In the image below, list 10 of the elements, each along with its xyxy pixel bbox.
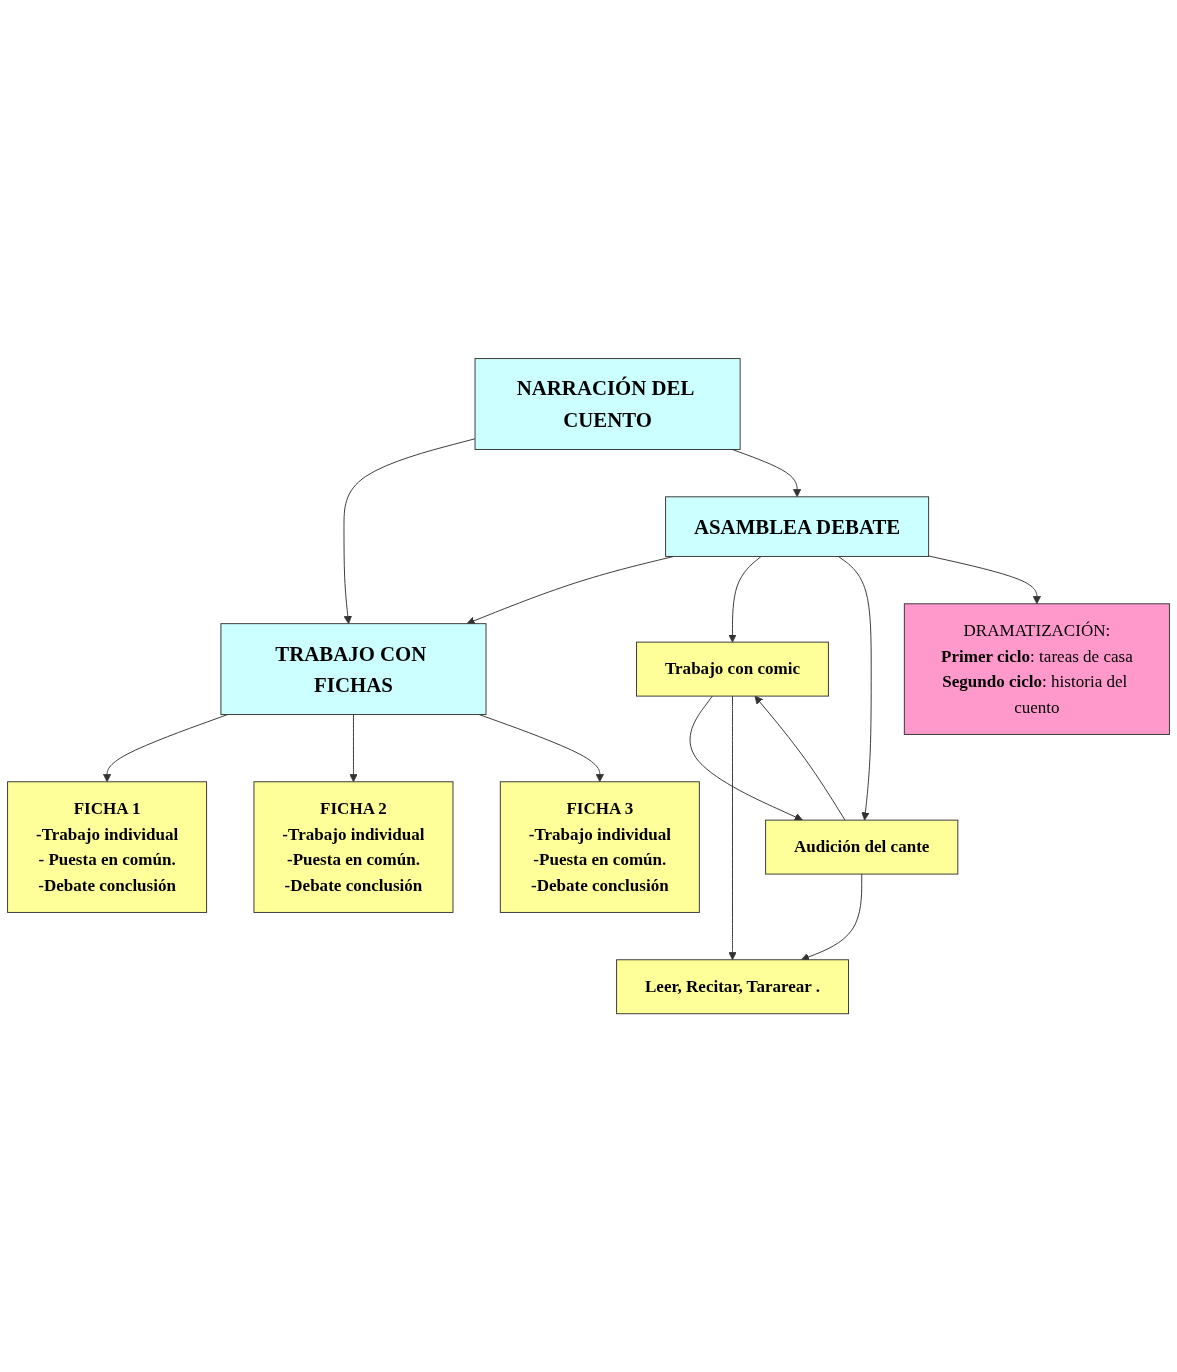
node-box: DRAMATIZACIÓN: Primer ciclo: tareas de casa Segundo ciclo: historia del cuento	[903, 603, 1170, 735]
node-box: Leer, Recitar, Tararear .	[616, 959, 849, 1015]
node-box: ASAMBLEA DEBATE	[665, 496, 930, 557]
node-box: TRABAJO CON FICHAS	[220, 623, 487, 715]
node-box: Trabajo con comic	[636, 641, 829, 697]
node-box: Audición del cante	[765, 819, 959, 875]
node-box: FICHA 3 -Trabajo individual -Puesta en común. -Debate conclusión	[499, 781, 700, 913]
node-box: NARRACIÓN DEL CUENTO	[474, 357, 741, 450]
node-box: FICHA 2 -Trabajo individual -Puesta en común. -Debate conclusión	[253, 781, 454, 913]
node-box: FICHA 1 -Trabajo individual - Puesta en común. -Debate conclusión	[7, 781, 208, 913]
